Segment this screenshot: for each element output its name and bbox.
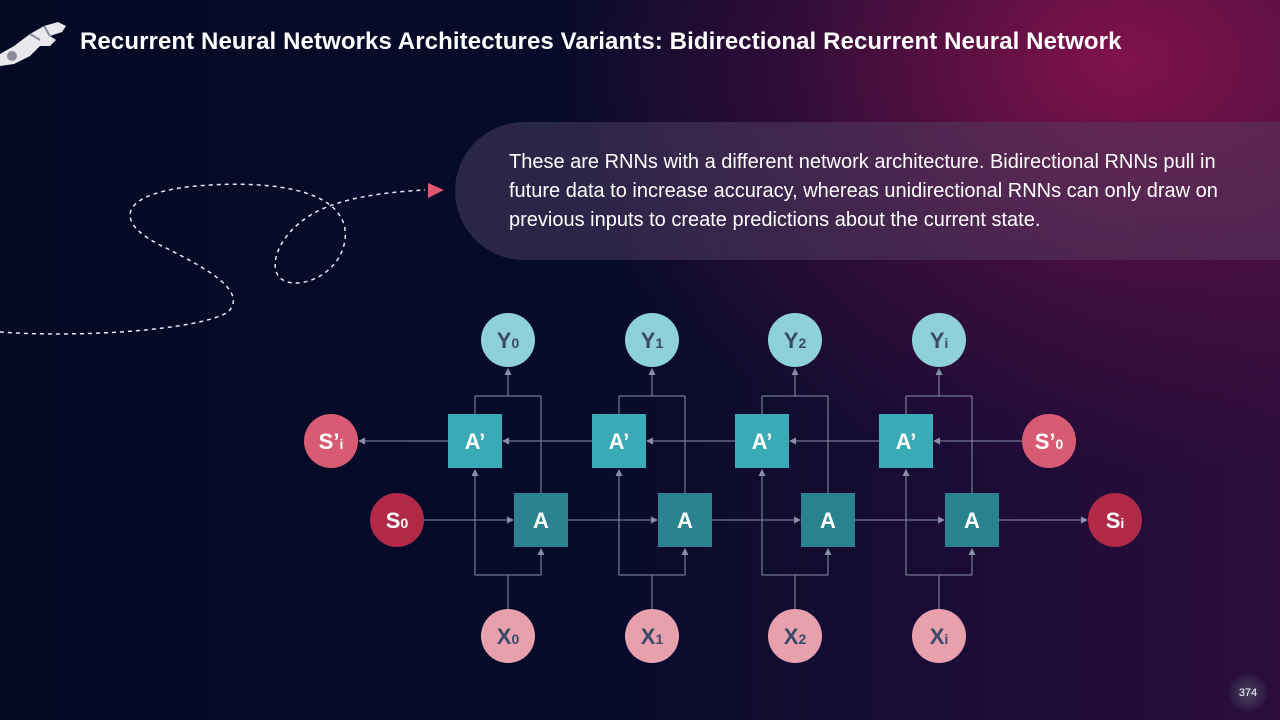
input-node-0 (481, 609, 535, 663)
state-start-node (370, 493, 424, 547)
reverse-state-start-node (1022, 414, 1076, 468)
input-backward-arrow-1 (615, 469, 623, 476)
forward-chain-arrow-2 (938, 516, 945, 524)
input-node-1-label: X1 (641, 624, 664, 649)
backward-chain-arrow-2 (646, 437, 653, 445)
input-node-0-label: X0 (497, 624, 520, 649)
input-node-3 (912, 609, 966, 663)
output-arrow-1 (648, 368, 656, 375)
input-forward-arrow-0 (537, 548, 545, 555)
reverse-state-end-node (304, 414, 358, 468)
page-number: 374 (1228, 673, 1268, 713)
forward-cell-1 (658, 493, 712, 547)
forward-chain-end-arrow (1081, 516, 1088, 524)
forward-cell-2 (801, 493, 855, 547)
output-node-1-label: Y1 (641, 328, 664, 353)
backward-chain-end-arrow (358, 437, 365, 445)
state-start-node-label: S0 (386, 508, 409, 533)
forward-chain-arrow-0 (651, 516, 658, 524)
output-node-3-label: Yi (930, 328, 949, 353)
state-end-node (1088, 493, 1142, 547)
output-arrow-2 (791, 368, 799, 375)
input-backward-arrow-2 (758, 469, 766, 476)
backward-cell-0-label: A’ (465, 429, 486, 454)
description-callout: These are RNNs with a different network … (455, 122, 1280, 260)
input-backward-arrow-0 (471, 469, 479, 476)
output-arrow-0 (504, 368, 512, 375)
input-node-3-label: Xi (930, 624, 949, 649)
input-backward-arrow-3 (902, 469, 910, 476)
reverse-state-end-node-label: S’i (319, 429, 344, 454)
input-forward-arrow-3 (968, 548, 976, 555)
backward-cell-1-label: A’ (609, 429, 630, 454)
backward-chain-arrow-1 (502, 437, 509, 445)
output-node-0-label: Y0 (497, 328, 520, 353)
description-text: These are RNNs with a different network … (509, 151, 1218, 231)
forward-cell-2-label: A (820, 508, 836, 533)
output-node-1 (625, 313, 679, 367)
forward-chain-arrow-1 (794, 516, 801, 524)
output-node-2 (768, 313, 822, 367)
forward-cell-3 (945, 493, 999, 547)
backward-cell-2 (735, 414, 789, 468)
forward-cell-0 (514, 493, 568, 547)
input-node-2-label: X2 (784, 624, 807, 649)
forward-cell-0-label: A (533, 508, 549, 533)
backward-cell-2-label: A’ (752, 429, 773, 454)
backward-cell-3 (879, 414, 933, 468)
backward-cell-1 (592, 414, 646, 468)
page-title: Recurrent Neural Networks Architectures … (80, 28, 1122, 55)
reverse-state-start-node-label: S’0 (1035, 429, 1064, 454)
input-forward-arrow-2 (824, 548, 832, 555)
state-end-node-label: Si (1106, 508, 1125, 533)
robot-hand-icon (0, 22, 66, 66)
forward-cell-1-label: A (677, 508, 693, 533)
input-forward-arrow-1 (681, 548, 689, 555)
backward-cell-3-label: A’ (896, 429, 917, 454)
arrow-head-icon (428, 183, 444, 198)
backward-chain-arrow-3 (789, 437, 796, 445)
input-node-2 (768, 609, 822, 663)
output-node-0 (481, 313, 535, 367)
output-arrow-3 (935, 368, 943, 375)
output-node-2-label: Y2 (784, 328, 807, 353)
header: Recurrent Neural Networks Architectures … (0, 12, 1280, 72)
forward-chain-start-arrow (507, 516, 514, 524)
backward-cell-0 (448, 414, 502, 468)
backward-chain-start-arrow (933, 437, 940, 445)
input-node-1 (625, 609, 679, 663)
output-node-3 (912, 313, 966, 367)
forward-cell-3-label: A (964, 508, 980, 533)
